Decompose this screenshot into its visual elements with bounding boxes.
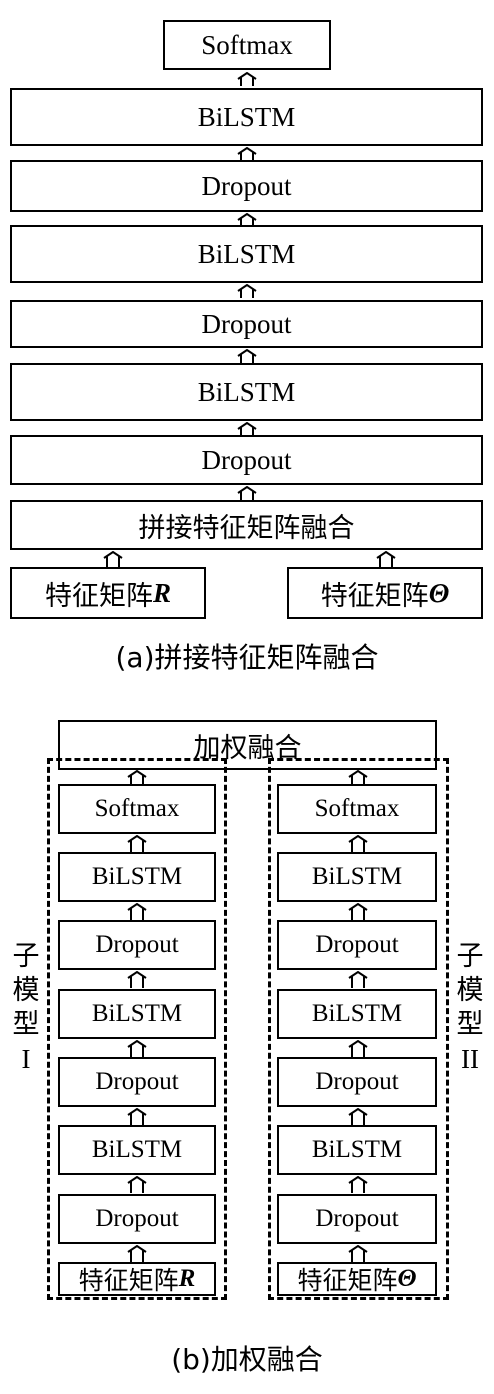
matrix-symbol: R: [178, 1265, 196, 1292]
double-arrow-up-icon: [348, 1245, 368, 1262]
double-arrow-up-icon: [237, 486, 257, 500]
submodel-2-boundary: [268, 758, 449, 1300]
dropout-box: Dropout: [277, 1057, 437, 1107]
submodel-1-label-char: I: [21, 1044, 31, 1074]
double-arrow-up-icon: [127, 835, 147, 852]
submodel-2-label-char: 型: [456, 1009, 484, 1040]
dropout-box: Dropout: [277, 1194, 437, 1244]
matrix-symbol: Θ: [397, 1265, 417, 1292]
bilstm-box: BiLSTM: [10, 363, 483, 421]
softmax-box: Softmax: [163, 20, 331, 70]
dropout-box: Dropout: [277, 920, 437, 970]
double-arrow-up-icon: [348, 1108, 368, 1125]
double-arrow-up-icon: [127, 971, 147, 988]
submodel-2-label-char: II: [461, 1044, 479, 1074]
input-label: 特征矩阵: [44, 580, 153, 612]
dropout-box: Dropout: [10, 160, 483, 212]
input-label: 特征矩阵: [320, 580, 429, 612]
dropout-box: Dropout: [58, 1057, 216, 1107]
double-arrow-up-icon: [127, 1245, 147, 1262]
submodel-1-boundary: [47, 758, 227, 1300]
double-arrow-up-icon: [237, 213, 257, 227]
matrix-symbol: R: [152, 577, 171, 608]
input-label: 特征矩阵: [297, 1266, 398, 1295]
double-arrow-up-icon: [127, 1108, 147, 1125]
weighted-fusion-box: 加权融合: [58, 720, 437, 770]
double-arrow-up-icon: [127, 1040, 147, 1057]
matrix-symbol: Θ: [428, 577, 450, 608]
softmax-box: Softmax: [58, 784, 216, 834]
bilstm-box: BiLSTM: [58, 989, 216, 1039]
bilstm-box: BiLSTM: [10, 225, 483, 283]
double-arrow-up-icon: [348, 971, 368, 988]
double-arrow-up-icon: [348, 1040, 368, 1057]
double-arrow-up-icon: [237, 147, 257, 161]
input-label: 特征矩阵: [78, 1266, 179, 1295]
double-arrow-up-icon: [127, 770, 147, 784]
bilstm-box: BiLSTM: [58, 852, 216, 902]
bilstm-box: BiLSTM: [277, 852, 437, 902]
bilstm-box: BiLSTM: [58, 1125, 216, 1175]
dropout-box: Dropout: [58, 920, 216, 970]
double-arrow-up-icon: [237, 422, 257, 436]
bilstm-box: BiLSTM: [277, 989, 437, 1039]
submodel-2-label-char: 模: [456, 975, 484, 1006]
double-arrow-up-icon: [348, 835, 368, 852]
double-arrow-up-icon: [348, 770, 368, 784]
double-arrow-up-icon: [348, 1176, 368, 1193]
submodel-1-label-char: 模: [12, 975, 40, 1006]
submodel-1-label-char: 型: [12, 1009, 40, 1040]
caption-a: (a)拼接特征矩阵融合: [115, 641, 379, 674]
dropout-box: Dropout: [10, 300, 483, 348]
double-arrow-up-icon: [237, 284, 257, 298]
caption-b: (b)加权融合: [171, 1343, 323, 1376]
double-arrow-up-icon: [103, 551, 123, 567]
double-arrow-up-icon: [348, 903, 368, 920]
double-arrow-up-icon: [237, 72, 257, 86]
dropout-box: Dropout: [58, 1194, 216, 1244]
submodel-2-label: 子 模 型 II: [450, 940, 490, 1076]
submodel-1-label-char: 子: [12, 941, 40, 972]
concat-fusion-box: 拼接特征矩阵融合: [10, 500, 483, 550]
dropout-box: Dropout: [10, 435, 483, 485]
bilstm-box: BiLSTM: [10, 88, 483, 146]
double-arrow-up-icon: [376, 551, 396, 567]
softmax-box: Softmax: [277, 784, 437, 834]
double-arrow-up-icon: [127, 903, 147, 920]
submodel-2-label-char: 子: [456, 941, 484, 972]
double-arrow-up-icon: [127, 1176, 147, 1193]
submodel-1-label: 子 模 型 I: [10, 940, 42, 1076]
double-arrow-up-icon: [237, 349, 257, 363]
bilstm-box: BiLSTM: [277, 1125, 437, 1175]
